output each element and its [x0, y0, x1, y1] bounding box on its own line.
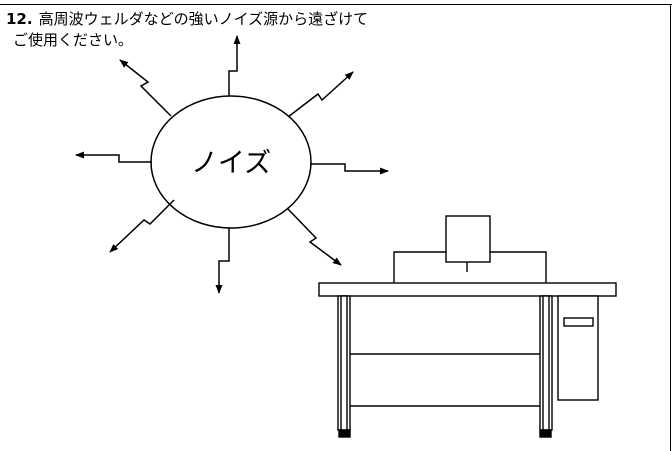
noise-label: ノイズ [191, 148, 271, 179]
noise-arrow-up [228, 35, 241, 96]
table-foot-left [338, 429, 351, 438]
table-top [318, 282, 617, 297]
caution-line-1: 12. 高周波ウェルダなどの強いノイズ源から遠ざけて [6, 9, 606, 30]
noise-arrow-down [215, 228, 230, 294]
control-box-slot [563, 317, 594, 327]
caution-number: 12. [6, 10, 33, 28]
table-leg-left-inner [340, 295, 348, 431]
machine-head [445, 215, 491, 263]
right-rule [670, 4, 671, 451]
machine-base [393, 251, 547, 283]
table-foot-right [539, 429, 552, 438]
noise-arrow-left [75, 151, 152, 163]
control-box [557, 295, 599, 401]
sewing-machine-table-icon [318, 215, 617, 438]
noise-arrow-upper-left [119, 59, 172, 117]
noise-source-burst-icon: ノイズ [75, 35, 389, 294]
noise-arrow-upper-right [287, 71, 354, 118]
noise-arrow-lower-right [286, 207, 342, 266]
noise-arrow-lower-left [109, 199, 175, 253]
table-leg-right-inner [542, 295, 550, 431]
top-rule [0, 4, 672, 5]
caution-item-12: 12. 高周波ウェルダなどの強いノイズ源から遠ざけて ご使用ください。 [6, 9, 606, 51]
noise-arrow-right [310, 163, 389, 175]
caution-text-line-2: ご使用ください。 [13, 31, 134, 49]
caution-text-line-1: 高周波ウェルダなどの強いノイズ源から遠ざけて [38, 10, 369, 28]
